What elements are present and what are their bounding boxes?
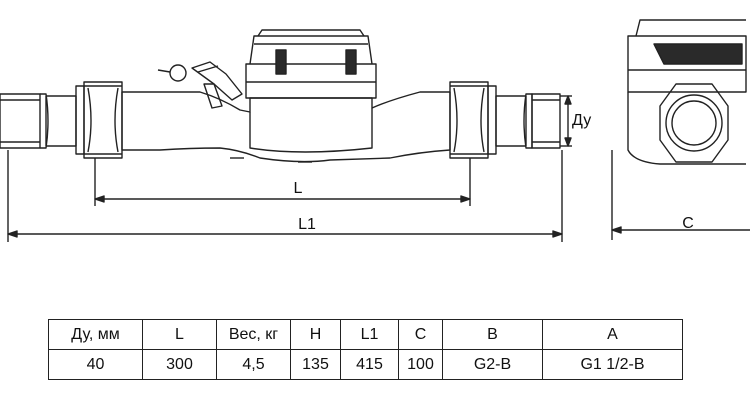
dimension-label-l: L	[294, 180, 303, 197]
value-cell: G2-B	[442, 349, 543, 380]
meter-register-head	[245, 29, 377, 99]
header-cell: A	[542, 319, 683, 350]
spec-table-value-row: 40 300 4,5 135 415 100 G2-B G1 1/2-B	[48, 349, 683, 380]
left-coupling	[0, 81, 123, 159]
water-meter-front-view	[0, 29, 572, 242]
header-cell: L	[142, 319, 217, 350]
header-cell: H	[290, 319, 341, 350]
dimension-label-du: Ду	[572, 112, 591, 129]
l1-dimension	[7, 150, 563, 242]
spec-table: Ду, мм L Вес, кг H L1 C B A 40 300 4,5 1…	[48, 319, 683, 380]
value-cell: 40	[48, 349, 143, 380]
header-cell: Вес, кг	[216, 319, 291, 350]
nominal-diameter-dimension	[560, 95, 572, 147]
water-meter-side-view	[611, 19, 750, 240]
water-meter-drawing: L L1 C Ду	[0, 19, 750, 242]
value-cell: 135	[290, 349, 341, 380]
meter-body	[121, 91, 451, 163]
dimension-label-l1: L1	[298, 216, 316, 233]
value-cell: G1 1/2-B	[542, 349, 683, 380]
spec-table-header-row: Ду, мм L Вес, кг H L1 C B A	[48, 319, 683, 350]
header-cell: L1	[340, 319, 399, 350]
meter-seal-valve	[157, 61, 243, 109]
value-cell: 4,5	[216, 349, 291, 380]
value-cell: 100	[398, 349, 443, 380]
value-cell: 300	[142, 349, 217, 380]
right-coupling	[449, 81, 561, 159]
l-dimension	[94, 158, 471, 206]
header-cell: Ду, мм	[48, 319, 143, 350]
header-cell: B	[442, 319, 543, 350]
dimension-label-c: C	[682, 215, 694, 232]
value-cell: 415	[340, 349, 399, 380]
header-cell: C	[398, 319, 443, 350]
